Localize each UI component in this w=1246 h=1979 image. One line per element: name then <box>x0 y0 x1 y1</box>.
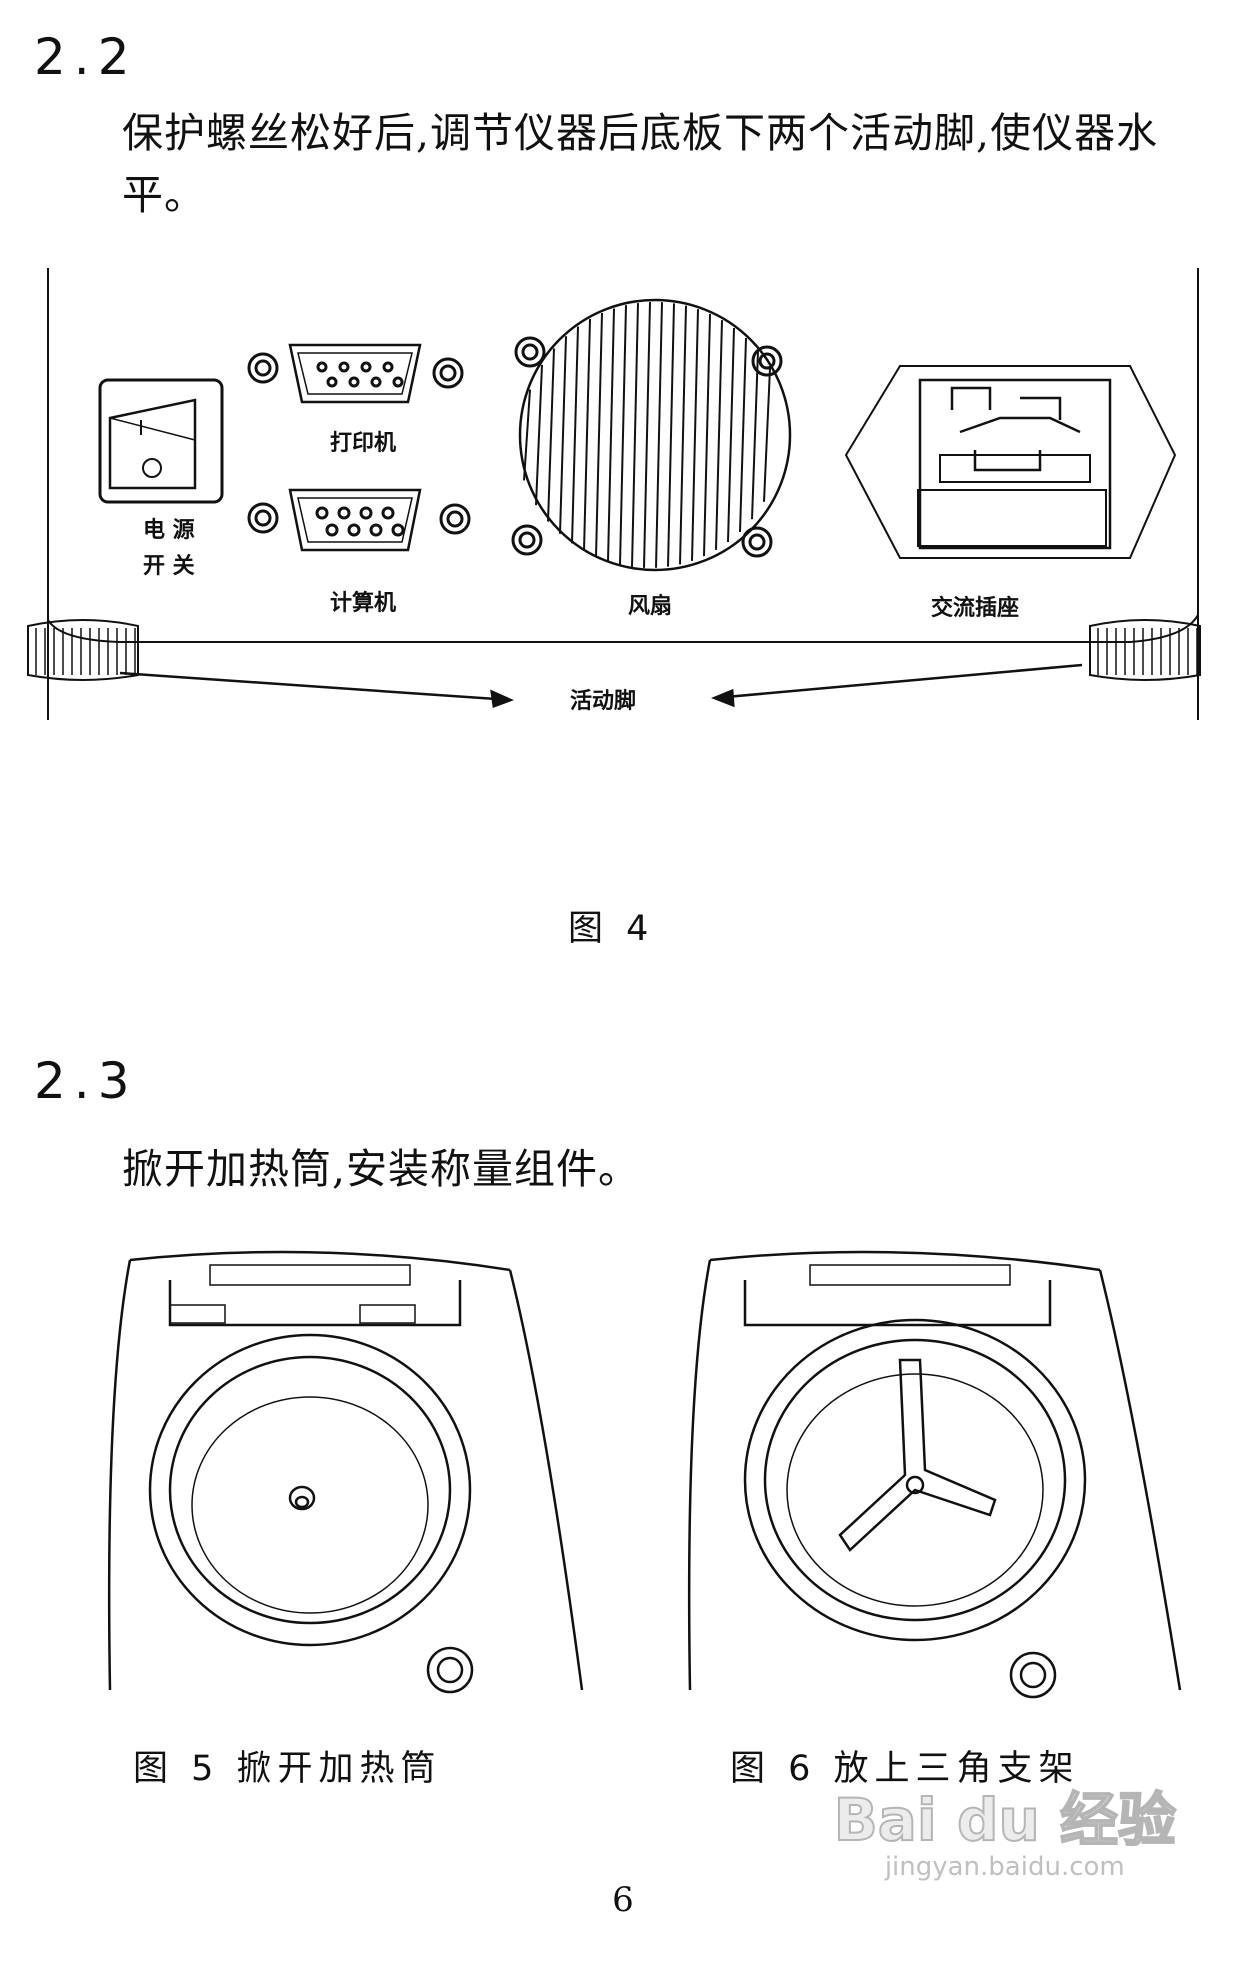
figure-4-rear-panel: 电 源 开 关 打印机 计算机 风扇 交流插座 活动脚 <box>27 268 1201 720</box>
fan-grille-slat <box>523 389 531 481</box>
section-heading-2-2: 2.2 <box>34 28 138 86</box>
right-adjustable-foot <box>1089 619 1201 681</box>
ac-socket-label: 交流插座 <box>931 595 1019 621</box>
fan-grille-slat <box>751 350 759 520</box>
ac-socket <box>844 365 1177 559</box>
fan-grille-slat <box>607 308 615 562</box>
feet-label: 活动脚 <box>570 689 636 714</box>
power-switch-housing <box>98 378 224 504</box>
fan-grille-slat <box>595 312 603 558</box>
fan-grille-slat <box>643 302 651 568</box>
fan-grille-slat <box>571 326 579 544</box>
fan-grille-slat <box>691 309 699 561</box>
fan-grille-slat <box>715 320 723 550</box>
fan-label: 风扇 <box>628 593 672 619</box>
fan-grille-slat <box>619 305 627 565</box>
section-2-2-paragraph: 保护螺丝松好后,调节仪器后底板下两个活动脚,使仪器水平。 <box>122 109 1159 219</box>
section-heading-2-3: 2.3 <box>34 1052 138 1110</box>
fan-grille-slat <box>763 368 771 502</box>
figure-5-caption: 图 5 掀开加热筒 <box>133 1749 442 1789</box>
fan-grille-slat <box>655 302 663 568</box>
section-2-3-paragraph: 掀开加热筒,安装称量组件。 <box>122 1145 641 1193</box>
figure-6-caption: 图 6 放上三角支架 <box>730 1749 1080 1789</box>
figure-5-drawing <box>107 1250 584 1694</box>
tripod-support <box>838 1358 997 1552</box>
fan-grille-slat <box>547 348 555 522</box>
fan-grille-slat <box>679 305 687 565</box>
fan-grille-slat <box>739 337 747 533</box>
fan-grille-slat <box>667 303 675 567</box>
computer-label: 计算机 <box>330 590 396 616</box>
fan-grille-slat <box>703 313 711 557</box>
power-switch-label-1: 电 源 <box>143 518 195 543</box>
power-switch-rocker <box>108 398 197 490</box>
left-adjustable-foot <box>27 619 139 681</box>
fan-grille-slat <box>727 327 735 543</box>
foot-outline <box>1089 619 1201 681</box>
printer-label: 打印机 <box>330 431 396 456</box>
figure-6-drawing <box>687 1250 1182 1699</box>
power-switch-label-2: 开 关 <box>143 554 195 579</box>
fan-grille-slat <box>559 336 567 534</box>
printer-port <box>247 343 464 404</box>
fan-grille <box>511 298 792 572</box>
fan-grille-slat <box>535 364 543 506</box>
watermark-brand: Bai du 经验 <box>833 1786 1177 1854</box>
computer-port <box>247 488 471 552</box>
page-number: 6 <box>612 1880 634 1920</box>
baidu-watermark: Bai du 经验 jingyan.baidu.com <box>833 1786 1177 1882</box>
fan-grille-slat <box>583 318 591 552</box>
fan-grille-slat <box>631 303 639 567</box>
watermark-url: jingyan.baidu.com <box>884 1852 1125 1882</box>
figure-4-caption: 图 4 <box>568 909 655 949</box>
